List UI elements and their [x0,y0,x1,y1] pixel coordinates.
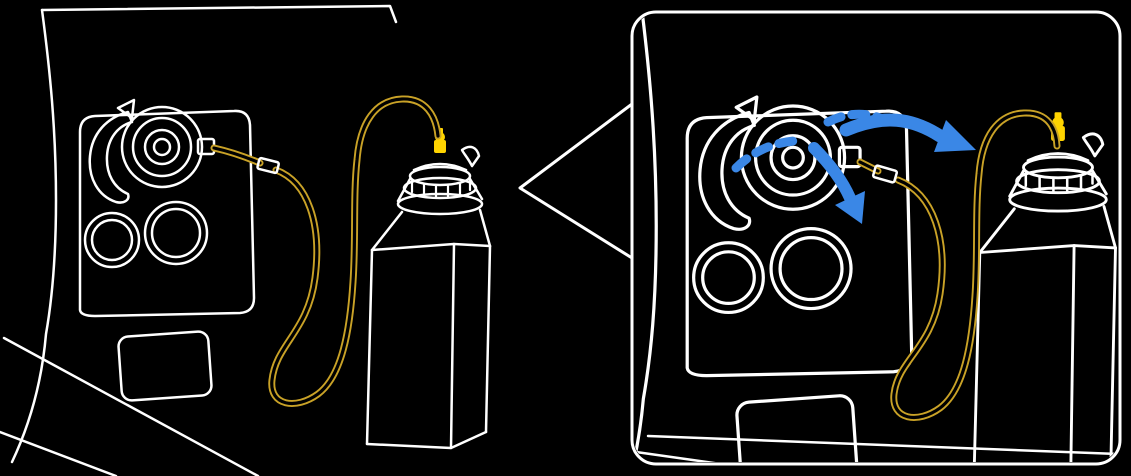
motion-dashes-left [731,136,799,173]
floor-lines-zoomed [634,434,1118,462]
tube-bore-zoomed [892,111,1059,419]
ink-tube [210,95,442,407]
ink-tube-disconnected [856,109,1061,421]
tube-bore [212,97,440,405]
press-down-arrowhead [835,191,865,224]
floor-lines [0,336,260,476]
zoom-detail-panel [634,14,1118,462]
press-down-arrow [808,142,865,224]
pull-right-arrow [839,113,976,152]
zoom-callout-wedge [518,102,634,260]
action-indicators [731,109,976,224]
tube-fitting [256,156,280,175]
pull-right-arrowhead [934,120,976,152]
overview-panel [0,4,492,476]
zoom-panel-border [630,10,1122,466]
zoom-callout [518,10,1122,466]
tube-fitting-zoomed [871,164,899,184]
